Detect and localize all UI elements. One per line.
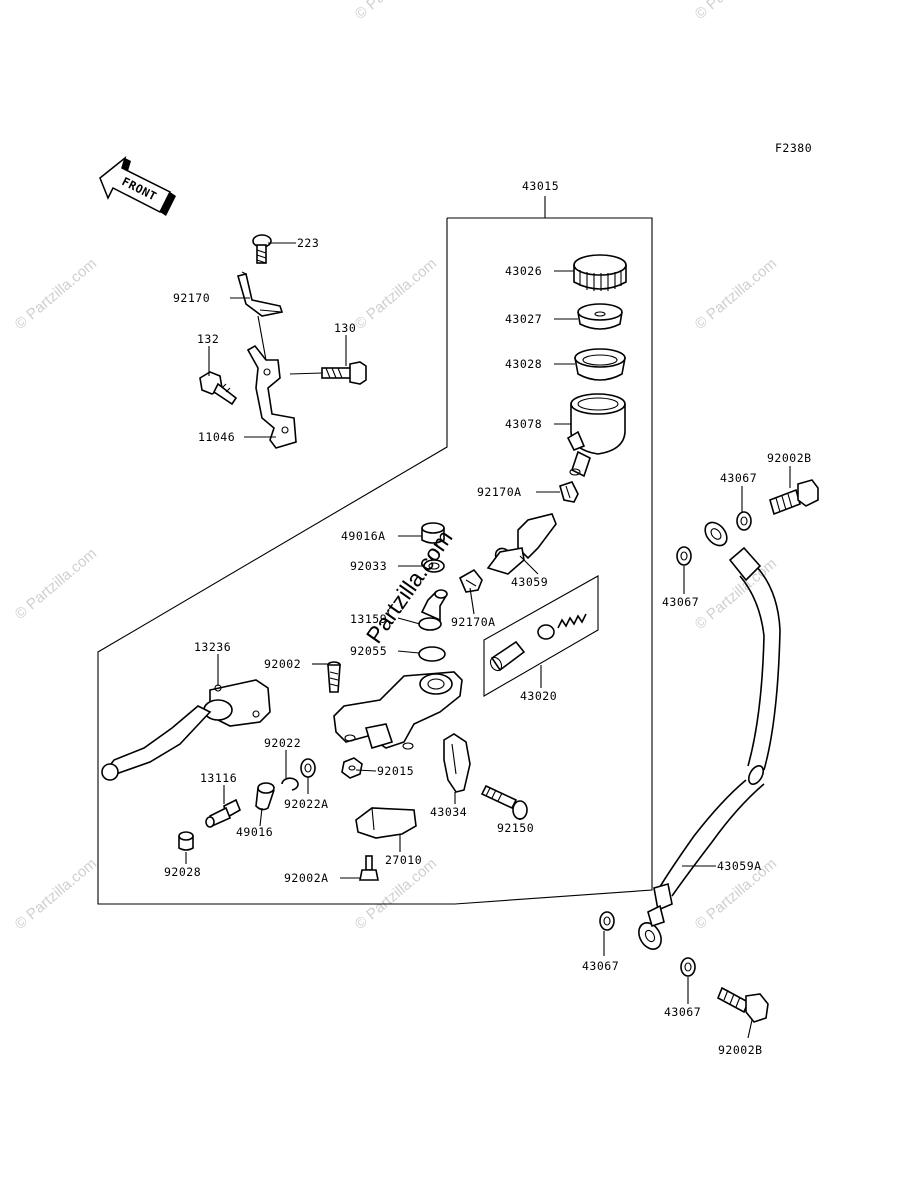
assembly-outline [97, 217, 653, 905]
screw-92002A-icon [359, 855, 379, 881]
lever-13236-icon [101, 679, 271, 781]
bolt-130-icon [321, 361, 367, 385]
part-label-92002B: 92002B [767, 451, 812, 465]
part-label-92015: 92015 [377, 764, 414, 778]
washer-43067-icon [599, 911, 615, 931]
watermark: © Partzilla.com [12, 545, 100, 623]
part-label-49016: 49016 [236, 825, 273, 839]
part-label-43067: 43067 [662, 595, 699, 609]
piston-kit-outline [483, 575, 599, 697]
part-label-92033: 92033 [350, 559, 387, 573]
circlip-92022-icon [281, 777, 299, 791]
part-label-92055: 92055 [350, 644, 387, 658]
part-label-43067: 43067 [582, 959, 619, 973]
part-label-132: 132 [197, 332, 219, 346]
bracket-11046-icon [246, 344, 297, 449]
part-label-92022: 92022 [264, 736, 301, 750]
part-label-92170A: 92170A [477, 485, 522, 499]
part-label-43078: 43078 [505, 417, 542, 431]
nut-92015-icon [341, 757, 363, 779]
washer-92022A-icon [300, 758, 316, 778]
part-label-92170A: 92170A [451, 615, 496, 629]
watermark: © Partzilla.com [692, 0, 780, 23]
elbow-13159-icon [418, 589, 448, 631]
part-label-223: 223 [297, 236, 319, 250]
part-label-43067: 43067 [720, 471, 757, 485]
washer-43067-icon [676, 546, 692, 566]
part-label-43015: 43015 [522, 179, 559, 193]
part-label-92028: 92028 [164, 865, 201, 879]
pin-13116-icon [205, 798, 242, 828]
brake-hose-43059A-icon [638, 521, 781, 950]
watermark: © Partzilla.com [12, 255, 100, 333]
part-label-43059A: 43059A [717, 859, 762, 873]
screw-223-icon [252, 234, 272, 264]
part-label-92002A: 92002A [284, 871, 329, 885]
watermark: © Partzilla.com [352, 0, 440, 23]
clip-92170A-icon [458, 568, 483, 593]
piston-kit-43020-icon [489, 613, 587, 672]
holder-43034-icon [443, 733, 471, 793]
watermark: © Partzilla.com [12, 855, 100, 933]
part-label-43059: 43059 [511, 575, 548, 589]
part-label-92170: 92170 [173, 291, 210, 305]
bolt-132-icon [199, 371, 238, 406]
part-label-92150: 92150 [497, 821, 534, 835]
part-label-43026: 43026 [505, 264, 542, 278]
front-arrow-icon: FRONT [99, 155, 176, 216]
part-label-43027: 43027 [505, 312, 542, 326]
diagram-code: F2380 [775, 141, 812, 155]
bolt-92150-icon [480, 784, 528, 820]
part-label-92002: 92002 [264, 657, 301, 671]
part-label-43028: 43028 [505, 357, 542, 371]
part-label-27010: 27010 [385, 853, 422, 867]
watermark: © Partzilla.com [352, 255, 440, 333]
hose-43059-icon [486, 513, 557, 575]
cap-49016A-icon [421, 522, 445, 544]
part-label-49016A: 49016A [341, 529, 386, 543]
banjo-bolt-92002B-icon [716, 986, 769, 1023]
part-label-43034: 43034 [430, 805, 467, 819]
part-label-43067: 43067 [664, 1005, 701, 1019]
reservoir-43078-icon [566, 393, 626, 478]
banjo-bolt-92002B-icon [769, 479, 819, 516]
part-label-13159: 13159 [350, 612, 387, 626]
bushing-49016-icon [255, 782, 275, 811]
part-label-13236: 13236 [194, 640, 231, 654]
part-label-11046: 11046 [198, 430, 235, 444]
master-cylinder-body-icon [333, 671, 463, 750]
leader-lines [185, 242, 791, 1039]
plate-43027-icon [577, 303, 623, 330]
bolt-92002-icon [327, 661, 341, 693]
switch-27010-icon [355, 807, 417, 839]
cap-92028-icon [178, 831, 194, 851]
part-label-92002B: 92002B [718, 1043, 763, 1057]
clamp-92170-icon [237, 271, 284, 317]
partzilla-stamp: Partzilla.com [361, 525, 458, 648]
reservoir-cap-43026-icon [573, 254, 627, 291]
part-label-130: 130 [334, 321, 356, 335]
washer-43067-icon [736, 511, 752, 531]
washer-43067-icon [680, 957, 696, 977]
watermark-layer: © Partzilla.com © Partzilla.com © Partzi… [12, 0, 780, 933]
part-label-92022A: 92022A [284, 797, 329, 811]
oring-92055-icon [418, 646, 446, 662]
part-labels: 43015 223 92170 130 132 11046 43026 4302… [164, 179, 812, 1057]
watermark: © Partzilla.com [692, 255, 780, 333]
clamp-92170A-icon [559, 481, 579, 503]
diaphragm-43028-icon [574, 348, 626, 381]
part-label-43020: 43020 [520, 689, 557, 703]
part-label-13116: 13116 [200, 771, 237, 785]
